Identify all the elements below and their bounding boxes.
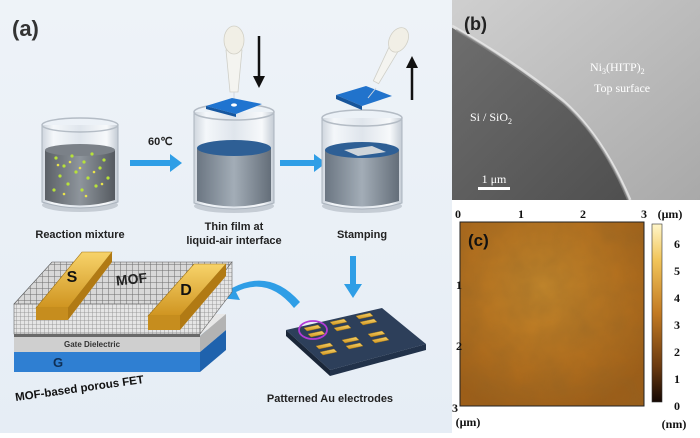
- caption-reaction-mixture: Reaction mixture: [35, 229, 124, 241]
- patterned-electrodes: [286, 308, 426, 376]
- caption-thin-film-1: Thin film at: [205, 221, 264, 233]
- afm-colorbar: [651, 223, 663, 403]
- x-tick: 2: [580, 207, 586, 221]
- colorbar-tick: 0: [674, 399, 680, 413]
- sem-film-edge: [452, 24, 632, 200]
- afm-x-ticks: 0 1 2 3: [455, 207, 647, 221]
- device-gate-label: G: [53, 355, 63, 370]
- temperature-label: 60℃: [148, 136, 173, 148]
- colorbar-tick: 4: [674, 291, 680, 305]
- colorbar-unit: (nm): [662, 417, 687, 431]
- x-tick: 3: [641, 207, 647, 221]
- panel-c: (c) 0 1 2 3 (μm) 1 2 3 (μm) 6 5 4 3 2 1 …: [452, 207, 687, 431]
- beaker-reaction-mixture: [41, 117, 119, 212]
- afm-y-unit: (μm): [456, 415, 481, 429]
- sem-scalebar-label: 1 μm: [482, 172, 507, 186]
- colorbar-tick: 2: [674, 345, 680, 359]
- arrow-stamp: [280, 154, 326, 172]
- panel-c-label: (c): [468, 231, 489, 250]
- device-mof-label: MOF: [115, 269, 148, 288]
- arrow-heat: [130, 154, 182, 172]
- device-dielectric-label: Gate Dielectric: [64, 340, 121, 349]
- colorbar-tick: 3: [674, 318, 680, 332]
- panel-a: (a) Reaction mixture 60℃: [0, 0, 452, 433]
- caption-device: MOF-based porous FET: [15, 374, 145, 404]
- colorbar-tick: 1: [674, 372, 680, 386]
- panel-a-label: (a): [12, 16, 39, 41]
- panel-b: (b) Ni3(HITP)2 Top surface Si / SiO2 1 μ…: [452, 0, 700, 200]
- beaker-stamping: [321, 27, 418, 213]
- caption-thin-film-2: liquid-air interface: [186, 235, 281, 247]
- sem-substrate-label: Si / SiO2: [470, 110, 512, 126]
- x-tick: 1: [518, 207, 524, 221]
- arrow-down-electrodes: [344, 256, 362, 298]
- afm-x-unit: (μm): [658, 207, 683, 221]
- y-tick: 1: [456, 278, 462, 292]
- sem-top-surface-label: Top surface: [594, 81, 650, 95]
- caption-stamping: Stamping: [337, 229, 387, 241]
- sem-substrate-region: [452, 26, 630, 200]
- afm-y-ticks: 1 2 3: [452, 278, 462, 415]
- caption-electrodes: Patterned Au electrodes: [267, 393, 393, 405]
- device-drain-label: D: [180, 282, 192, 299]
- x-tick: 0: [455, 207, 461, 221]
- colorbar-ticks: 6 5 4 3 2 1 0: [674, 237, 680, 413]
- sem-scalebar: [478, 187, 510, 190]
- panel-b-label: (b): [464, 14, 487, 34]
- device-source-label: S: [67, 269, 78, 286]
- fet-device: [13, 251, 233, 372]
- y-tick: 3: [452, 401, 458, 415]
- arrow-curved-device: [220, 280, 300, 308]
- y-tick: 2: [456, 339, 462, 353]
- panel-a-graphic: (a) Reaction mixture 60℃: [12, 16, 426, 405]
- sem-material-label: Ni3(HITP)2: [590, 60, 645, 76]
- beaker-thin-film: [193, 25, 275, 213]
- colorbar-tick: 5: [674, 264, 680, 278]
- colorbar-tick: 6: [674, 237, 680, 251]
